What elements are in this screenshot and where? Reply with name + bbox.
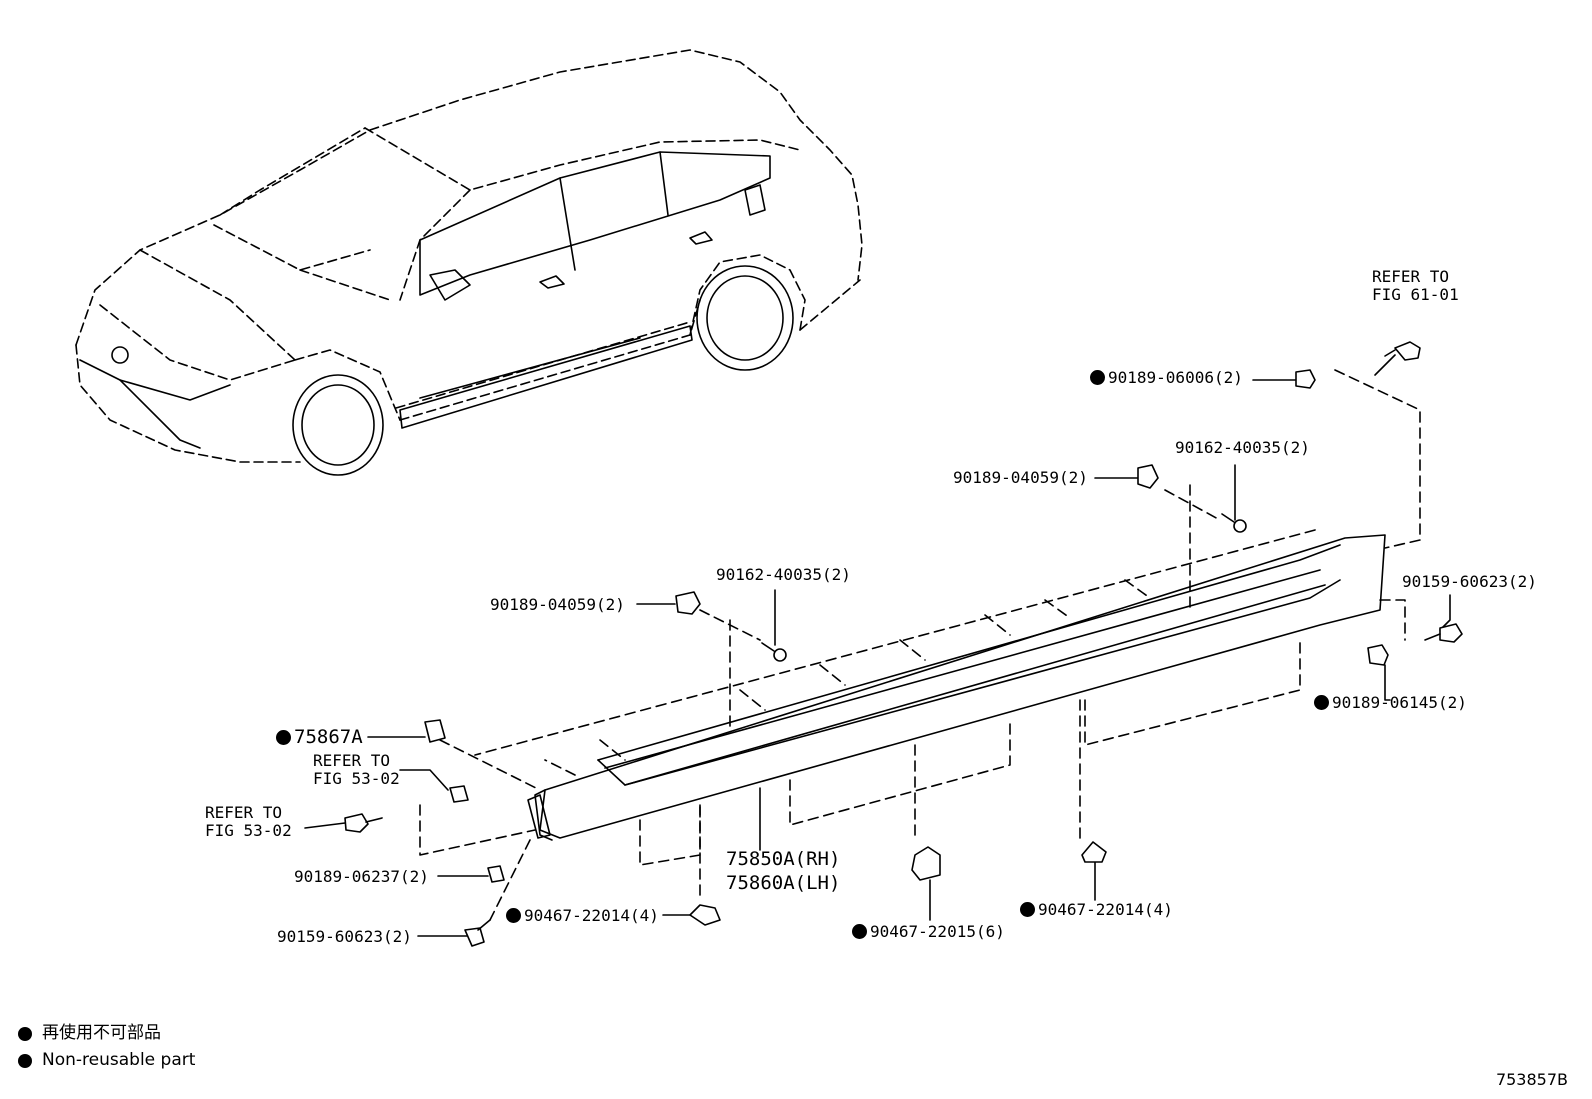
label-90189-06006: 90189-06006(2) — [1090, 369, 1243, 387]
clip-icon — [449, 785, 469, 803]
label-90467-22015: 90467-22015(6) — [852, 923, 1005, 941]
non-reusable-dot-icon — [276, 730, 291, 745]
non-reusable-dot-icon — [852, 924, 867, 939]
legend-row-en: Non-reusable part — [18, 1047, 195, 1074]
non-reusable-dot-icon — [18, 1053, 32, 1068]
label-90467-22014-right: 90467-22014(4) — [1020, 901, 1173, 919]
legend-row-zh: 再使用不可部品 — [18, 1020, 195, 1047]
bolt-icon — [344, 813, 383, 833]
clip-icon — [1367, 644, 1389, 666]
legend: 再使用不可部品 Non-reusable part — [18, 1020, 195, 1074]
vehicle-illustration — [75, 49, 863, 463]
label-90159-60623-left: 90159-60623(2) — [277, 927, 412, 946]
fasteners — [344, 341, 1463, 947]
figure-id: 753857B — [1495, 1070, 1568, 1089]
clip-nut-icon — [689, 904, 721, 926]
label-75860A-lh: 75860A(LH) — [726, 872, 841, 894]
label-90189-06145: 90189-06145(2) — [1314, 694, 1467, 712]
non-reusable-dot-icon — [506, 908, 521, 923]
label-90189-06237: 90189-06237(2) — [294, 867, 429, 886]
bolt-icon — [464, 919, 491, 947]
label-90159-60623-right: 90159-60623(2) — [1402, 572, 1537, 591]
non-reusable-dot-icon — [1314, 695, 1329, 710]
refer-to-fig-61-01[interactable]: REFER TO FIG 61-01 — [1372, 267, 1459, 304]
clip-icon — [675, 591, 701, 615]
refer-to-fig-53-02-upper[interactable]: REFER TO FIG 53-02 — [313, 751, 400, 788]
non-reusable-dot-icon — [1020, 902, 1035, 917]
clip-icon — [1295, 369, 1316, 389]
clip-icon — [487, 865, 505, 883]
vehicle-details — [79, 151, 794, 476]
grommet-icon — [424, 719, 446, 743]
refer-to-fig-53-02-lower[interactable]: REFER TO FIG 53-02 — [205, 803, 292, 840]
screw-icon — [761, 642, 787, 662]
label-90162-40035-lower: 90162-40035(2) — [716, 565, 851, 584]
label-90467-22014-left: 90467-22014(4) — [506, 907, 659, 925]
clip-nut-icon — [1081, 841, 1107, 863]
clip-nut-icon — [911, 846, 941, 881]
non-reusable-dot-icon — [1090, 370, 1105, 385]
label-75850A-rh: 75850A(RH) — [726, 848, 841, 870]
bolt-icon — [1384, 341, 1421, 361]
screw-icon — [1221, 513, 1247, 533]
label-90162-40035-upper: 90162-40035(2) — [1175, 438, 1310, 457]
label-90189-04059-upper: 90189-04059(2) — [953, 468, 1088, 487]
label-75867A: 75867A — [276, 726, 363, 748]
label-90189-04059-lower: 90189-04059(2) — [490, 595, 625, 614]
assembly-lines — [419, 369, 1421, 921]
rocker-panel — [527, 534, 1386, 841]
bolt-icon — [1424, 623, 1463, 643]
non-reusable-dot-icon — [18, 1026, 32, 1041]
clip-icon — [1137, 464, 1159, 489]
